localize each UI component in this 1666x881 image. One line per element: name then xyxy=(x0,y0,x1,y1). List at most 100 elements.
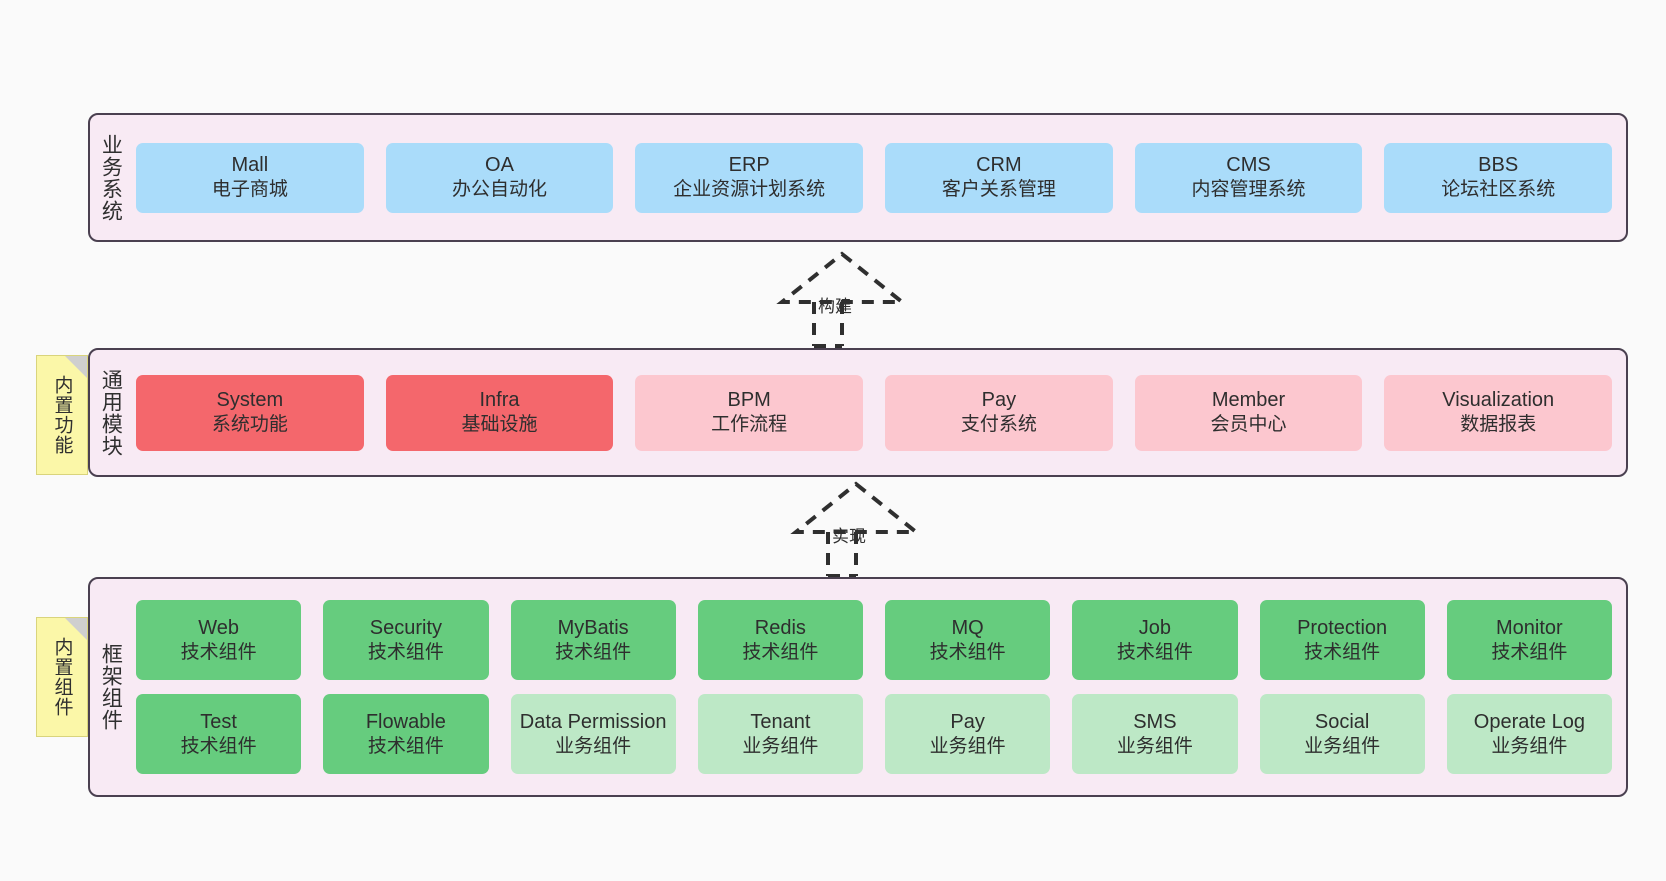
module-card-subtitle: 技术组件 xyxy=(367,735,444,757)
module-card-subtitle: 技术组件 xyxy=(929,641,1006,663)
module-card-name: Visualization xyxy=(1442,389,1555,412)
module-card-security[interactable]: Security 技术组件 xyxy=(323,600,489,680)
layer-row: System 系统功能 Infra 基础设施 BPM 工作流程 Pay 支付系统… xyxy=(136,374,1613,451)
module-card-name: Infra xyxy=(479,389,520,412)
module-card-name: BBS xyxy=(1478,154,1519,177)
module-card-pay-business[interactable]: Pay 业务组件 xyxy=(885,694,1051,774)
layer-row: Web 技术组件 Security 技术组件 MyBatis 技术组件 Redi… xyxy=(136,600,1612,680)
note-tag-builtin-components: 内置组件 xyxy=(36,617,88,737)
module-card-subtitle: 业务组件 xyxy=(1491,735,1568,757)
module-card-infra[interactable]: Infra 基础设施 xyxy=(385,374,614,451)
module-card-subtitle: 业务组件 xyxy=(1304,735,1381,757)
module-card-subtitle: 支付系统 xyxy=(960,414,1037,436)
note-tag-builtin-features: 内置功能 xyxy=(36,355,88,475)
module-card-flowable[interactable]: Flowable 技术组件 xyxy=(323,694,489,774)
module-card-subtitle: 技术组件 xyxy=(742,641,819,663)
module-card-name: Web xyxy=(198,616,239,639)
module-card-subtitle: 工作流程 xyxy=(711,414,788,436)
module-card-name: Job xyxy=(1138,616,1171,639)
layer-title-business-systems: 业务系统 xyxy=(99,133,123,222)
module-card-visualization[interactable]: Visualization 数据报表 xyxy=(1384,374,1613,451)
module-card-subtitle: 技术组件 xyxy=(367,641,444,663)
module-card-member[interactable]: Member 会员中心 xyxy=(1134,374,1363,451)
module-card-mall[interactable]: Mall 电子商城 xyxy=(136,142,364,213)
module-card-name: Pay xyxy=(981,389,1017,412)
connector-label-build: 构建 xyxy=(818,297,852,316)
module-card-subtitle: 系统功能 xyxy=(211,414,288,436)
module-card-name: CRM xyxy=(976,154,1022,177)
module-card-subtitle: 技术组件 xyxy=(1304,641,1381,663)
note-fold-corner-icon xyxy=(65,356,87,378)
module-card-name: ERP xyxy=(728,154,770,177)
module-card-subtitle: 论坛社区系统 xyxy=(1441,179,1556,201)
module-card-data-permission[interactable]: Data Permission 业务组件 xyxy=(510,694,676,774)
module-card-job[interactable]: Job 技术组件 xyxy=(1072,600,1238,680)
module-card-name: MQ xyxy=(951,616,984,639)
module-card-name: Protection xyxy=(1297,616,1388,639)
module-card-subtitle: 技术组件 xyxy=(180,641,257,663)
module-card-web[interactable]: Web 技术组件 xyxy=(136,600,302,680)
module-card-subtitle: 办公自动化 xyxy=(452,179,548,201)
module-card-name: OA xyxy=(485,154,514,177)
module-card-operate-log[interactable]: Operate Log 业务组件 xyxy=(1446,694,1612,774)
module-card-mybatis[interactable]: MyBatis 技术组件 xyxy=(510,600,676,680)
layer-row: Mall 电子商城 OA 办公自动化 ERP 企业资源计划系统 CRM 客户关系… xyxy=(136,142,1613,213)
module-card-erp[interactable]: ERP 企业资源计划系统 xyxy=(635,142,864,213)
module-card-protection[interactable]: Protection 技术组件 xyxy=(1259,600,1425,680)
module-card-subtitle: 内容管理系统 xyxy=(1191,179,1306,201)
module-card-name: BPM xyxy=(727,389,771,412)
module-card-cms[interactable]: CMS 内容管理系统 xyxy=(1134,142,1363,213)
module-card-subtitle: 企业资源计划系统 xyxy=(673,179,826,201)
module-card-name: Operate Log xyxy=(1473,710,1585,733)
module-card-tenant[interactable]: Tenant 业务组件 xyxy=(697,694,863,774)
module-card-subtitle: 技术组件 xyxy=(555,641,632,663)
module-card-oa[interactable]: OA 办公自动化 xyxy=(385,142,614,213)
module-card-subtitle: 业务组件 xyxy=(1116,735,1193,757)
layer-framework-components: 框架组件 Web 技术组件 Security 技术组件 MyBatis 技术组件… xyxy=(88,577,1628,797)
module-card-mq[interactable]: MQ 技术组件 xyxy=(885,600,1051,680)
module-card-subtitle: 客户关系管理 xyxy=(941,179,1056,201)
layer-body-business-systems: Mall 电子商城 OA 办公自动化 ERP 企业资源计划系统 CRM 客户关系… xyxy=(130,115,1626,240)
module-card-name: MyBatis xyxy=(557,616,629,639)
note-tag-label: 内置功能 xyxy=(51,375,73,455)
module-card-name: Member xyxy=(1211,389,1286,412)
layer-body-common-modules: System 系统功能 Infra 基础设施 BPM 工作流程 Pay 支付系统… xyxy=(130,350,1626,475)
module-card-subtitle: 技术组件 xyxy=(180,735,257,757)
module-card-subtitle: 电子商城 xyxy=(211,179,288,201)
layer-title-framework-components: 框架组件 xyxy=(99,643,123,731)
module-card-subtitle: 技术组件 xyxy=(1116,641,1193,663)
module-card-name: Monitor xyxy=(1496,616,1563,639)
module-card-crm[interactable]: CRM 客户关系管理 xyxy=(885,142,1113,213)
module-card-bbs[interactable]: BBS 论坛社区系统 xyxy=(1384,142,1613,213)
module-card-subtitle: 基础设施 xyxy=(461,414,538,436)
module-card-test[interactable]: Test 技术组件 xyxy=(136,694,302,774)
module-card-name: Redis xyxy=(754,616,806,639)
note-tag-label: 内置组件 xyxy=(51,637,73,717)
module-card-sms[interactable]: SMS 业务组件 xyxy=(1072,694,1238,774)
module-card-system[interactable]: System 系统功能 xyxy=(136,374,364,451)
layer-common-modules: 通用模块 System 系统功能 Infra 基础设施 BPM 工作流程 Pay… xyxy=(88,348,1628,477)
module-card-name: Test xyxy=(200,710,237,733)
note-fold-corner-icon xyxy=(65,618,87,640)
module-card-subtitle: 业务组件 xyxy=(929,735,1006,757)
module-card-bpm[interactable]: BPM 工作流程 xyxy=(635,374,864,451)
module-card-subtitle: 数据报表 xyxy=(1460,414,1537,436)
module-card-subtitle: 会员中心 xyxy=(1210,414,1287,436)
module-card-social[interactable]: Social 业务组件 xyxy=(1259,694,1425,774)
module-card-name: Mall xyxy=(231,154,269,177)
module-card-name: Data Permission xyxy=(519,710,667,733)
connector-label-implement: 实现 xyxy=(832,527,866,546)
layer-body-framework-components: Web 技术组件 Security 技术组件 MyBatis 技术组件 Redi… xyxy=(130,579,1626,795)
module-card-name: Pay xyxy=(950,710,985,733)
module-card-subtitle: 业务组件 xyxy=(742,735,819,757)
module-card-redis[interactable]: Redis 技术组件 xyxy=(697,600,863,680)
module-card-subtitle: 技术组件 xyxy=(1491,641,1568,663)
layer-row: Test 技术组件 Flowable 技术组件 Data Permission … xyxy=(136,694,1612,774)
module-card-name: System xyxy=(216,389,284,412)
module-card-name: Tenant xyxy=(750,710,811,733)
module-card-pay[interactable]: Pay 支付系统 xyxy=(885,374,1113,451)
module-card-name: SMS xyxy=(1133,710,1177,733)
layer-business-systems: 业务系统 Mall 电子商城 OA 办公自动化 ERP 企业资源计划系统 CRM… xyxy=(88,113,1628,242)
module-card-monitor[interactable]: Monitor 技术组件 xyxy=(1446,600,1612,680)
